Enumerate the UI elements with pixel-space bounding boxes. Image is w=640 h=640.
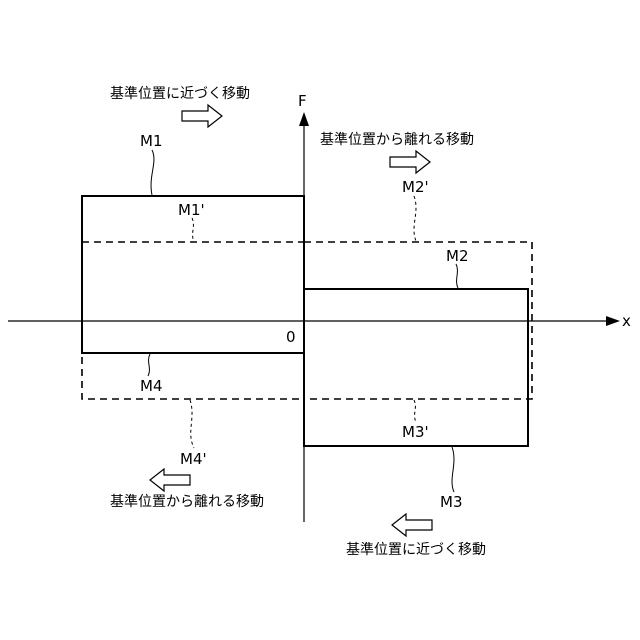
label-m4: M4 [140,377,163,395]
arrow-left-bottom-right-icon [392,514,432,536]
label-m3p: M3' [402,423,429,441]
annotation-bottom-left: 基準位置から離れる移動 [110,493,264,510]
annotation-bottom-right: 基準位置に近づく移動 [346,541,486,558]
arrow-right-top-right-icon [390,151,430,173]
label-m2p: M2' [402,178,429,196]
label-m4p: M4' [180,450,207,468]
leader-m1p [192,218,194,241]
arrow-left-bottom-left-icon [150,469,190,491]
label-m1p: M1' [178,201,205,219]
annotation-top-left: 基準位置に近づく移動 [110,85,250,102]
y-axis-arrowhead [299,112,309,126]
label-m2: M2 [446,247,469,265]
annotation-top-right: 基準位置から離れる移動 [320,131,474,148]
origin-label: 0 [286,328,296,346]
label-m1: M1 [140,132,163,150]
x-axis-label: x [622,312,631,330]
leader-m4 [148,354,150,376]
label-m3: M3 [440,493,463,511]
leader-m3p [414,400,416,422]
leader-m1 [151,150,154,195]
leader-m2p [414,196,416,241]
leader-m2 [456,264,458,288]
y-axis-label: F [298,92,307,110]
arrow-right-top-left-icon [182,105,222,127]
x-axis-arrowhead [606,316,620,326]
leader-m3 [452,447,454,492]
leader-m4p [190,400,194,448]
